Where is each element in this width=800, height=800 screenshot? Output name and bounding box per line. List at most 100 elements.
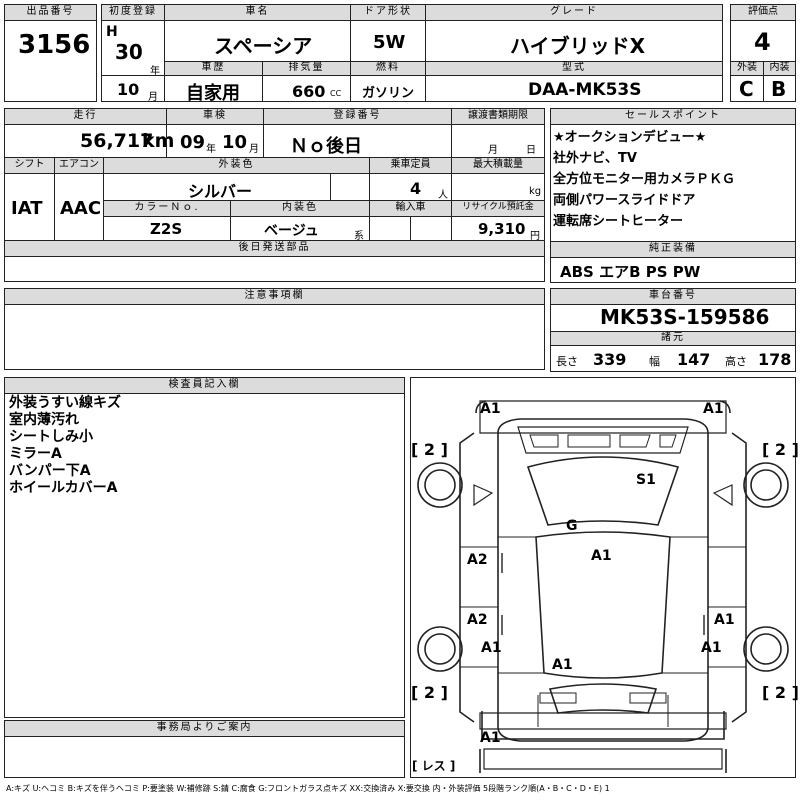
shift-label: シフト xyxy=(4,157,55,174)
mark-center: A1 xyxy=(591,548,612,564)
color-no-label: カラーＮｏ. xyxy=(103,200,231,217)
score: 4 xyxy=(754,28,771,56)
reg-year-unit: 年 xyxy=(150,66,160,77)
door-type: 5W xyxy=(373,32,406,53)
inspection-year: 09 xyxy=(180,132,206,153)
reg-label: 初度登録 xyxy=(101,4,165,21)
capacity-unit: 人 xyxy=(438,190,448,201)
inspection-label: 車検 xyxy=(166,108,264,125)
ext-label: 外装 xyxy=(730,61,764,76)
import-label: 輸入車 xyxy=(369,200,452,217)
recycle-fee: 9,310 xyxy=(478,220,526,238)
height: 178 xyxy=(758,350,792,369)
height-label: 高さ xyxy=(725,355,747,368)
chassis-number: MK53S-159586 xyxy=(600,305,770,329)
lot-number: 3156 xyxy=(18,30,91,60)
inspector-box xyxy=(4,393,405,718)
score-label: 評価点 xyxy=(730,4,796,21)
cc-unit: CC xyxy=(330,89,342,98)
mark-rear-bumper: A1 xyxy=(480,730,501,746)
exterior-color: シルバー xyxy=(188,182,253,201)
mark-right-rear-tire: [ 2 ] xyxy=(762,683,799,702)
chassis-label: 車台番号 xyxy=(550,288,796,305)
sales-point: 全方位モニター用カメラＰＫＧ xyxy=(553,172,736,187)
width: 147 xyxy=(677,350,711,369)
reg-year: 30 xyxy=(115,40,143,64)
reg-era: H xyxy=(106,24,118,40)
load-label: 最大積載量 xyxy=(451,157,545,174)
capacity: 4 xyxy=(410,179,422,198)
damage-legend: A:キズ U:ヘコミ B:キズを伴うヘコミ P:要塗装 W:補修跡 S:錆 C:… xyxy=(6,784,610,793)
mark-left-front-door: A2 xyxy=(467,552,488,568)
reg-month: 10 xyxy=(117,80,140,99)
history: 自家用 xyxy=(186,83,240,104)
equipment: ABS エアB PS PW xyxy=(560,263,701,281)
sales-point: ★オークションデビュー★ xyxy=(553,130,707,145)
transfer-label: 譲渡書類期限 xyxy=(451,108,545,125)
inspection-month: 10 xyxy=(222,132,248,153)
interior-color-label: 内装色 xyxy=(230,200,370,217)
inspector-notes: 外装うすい線キズ 室内薄汚れ シートしみ小 ミラーA バンパー下A ホイールカバ… xyxy=(9,395,121,497)
name-label: 車名 xyxy=(164,4,351,21)
equip-label: 純正装備 xyxy=(550,241,796,258)
recycle-unit: 円 xyxy=(530,231,540,242)
history-label: 車歴 xyxy=(164,61,263,76)
grade-label: グレード xyxy=(425,4,723,21)
office-box xyxy=(4,736,405,778)
ac-label: エアコン xyxy=(54,157,104,174)
mark-roof: S1 xyxy=(636,472,656,488)
mark-left-rear-tire: [ 2 ] xyxy=(411,683,448,702)
air-conditioner: AAC xyxy=(60,198,102,219)
mark-glass: G xyxy=(566,518,578,534)
capacity-label: 乗車定員 xyxy=(369,157,452,174)
inspector-note: ホイールカバーA xyxy=(9,480,118,496)
mark-left-quarter: A1 xyxy=(481,640,502,656)
cc: 660 xyxy=(292,82,326,101)
length: 339 xyxy=(593,350,627,369)
color-label: 外装色 xyxy=(103,157,370,174)
mileage-label: 走行 xyxy=(4,108,167,125)
mark-right-front-tire: [ 2 ] xyxy=(762,440,799,459)
fuel: ガソリン xyxy=(362,86,415,101)
inspection-month-unit: 月 xyxy=(249,144,259,155)
shift: IAT xyxy=(11,198,43,219)
ext-rating: C xyxy=(739,77,754,101)
interior-color-unit: 系 xyxy=(354,231,364,242)
interior-color: ベージュ xyxy=(264,223,319,239)
lot-box xyxy=(4,20,97,102)
mark-left-rear-door: A2 xyxy=(467,612,488,628)
model-label: 型式 xyxy=(425,61,723,76)
mark-front-right-bumper: A1 xyxy=(703,401,724,417)
model: DAA-MK53S xyxy=(528,80,642,100)
sales-point: 運転席シートヒーター xyxy=(553,214,684,229)
car-name: スペーシア xyxy=(214,34,313,58)
length-label: 長さ xyxy=(556,355,578,368)
inspector-note: バンパー下A xyxy=(9,463,91,479)
inspector-note: ミラーA xyxy=(9,446,62,462)
mileage: 56,717 xyxy=(80,130,154,152)
transfer-day-unit: 日 xyxy=(526,145,536,156)
width-label: 幅 xyxy=(649,355,660,368)
sales-label: セールスポイント xyxy=(550,108,796,125)
mark-spare-tire: [ レス ] xyxy=(412,759,456,773)
recycle-label: リサイクル預託金 xyxy=(451,200,545,217)
car-damage-diagram xyxy=(417,400,789,773)
mark-left-front-tire: [ 2 ] xyxy=(411,440,448,459)
inspector-note: 室内薄汚れ xyxy=(9,412,79,428)
cc-label: 排気量 xyxy=(262,61,351,76)
mark-right-quarter: A1 xyxy=(701,640,722,656)
color-number: Z2S xyxy=(150,220,183,238)
later-parts-box xyxy=(4,256,545,282)
plate-label: 登録番号 xyxy=(263,108,452,125)
plate-number: Ｎｏ後日 xyxy=(290,136,362,157)
inspection-year-unit: 年 xyxy=(206,144,216,155)
transfer-month-unit: 月 xyxy=(488,145,498,156)
inspector-label: 検査員記入欄 xyxy=(4,377,405,394)
lot-label: 出品番号 xyxy=(4,4,97,21)
sales-point: 両側パワースライドドア xyxy=(553,193,696,208)
damage-diagram-frame xyxy=(410,377,796,778)
sales-points-list: ★オークションデビュー★ 社外ナビ、TV 全方位モニター用カメラＰＫＧ 両側パワ… xyxy=(553,127,735,232)
later-parts-label: 後日発送部品 xyxy=(4,240,545,257)
inspector-note: 外装うすい線キズ xyxy=(9,395,121,411)
sales-point: 社外ナビ、TV xyxy=(553,151,637,166)
